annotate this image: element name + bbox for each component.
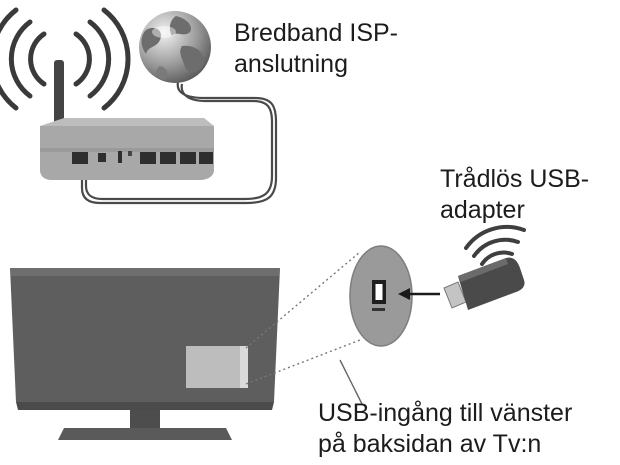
usb-wifi-adapter-icon (443, 257, 525, 310)
usb-port-icon (349, 245, 413, 347)
television-icon (10, 268, 280, 440)
isp-connection-label: Bredband ISP- anslutning (234, 18, 398, 80)
wifi-signal-icon (0, 7, 131, 111)
isp-label-line2: anslutning (234, 50, 348, 78)
usb-adapter-label: Trådlös USB- adapter (440, 164, 589, 226)
adapter-label-line1: Trådlös USB- (440, 165, 590, 193)
wifi-router-icon (40, 60, 214, 180)
wifi-signal-icon (464, 224, 526, 266)
ethernet-cable (80, 81, 278, 205)
usb-port-label-line2: på baksidan av Tv:n (318, 430, 542, 458)
callout-leader-line (339, 359, 363, 405)
adapter-label-line2: adapter (440, 196, 525, 224)
isp-label-line1: Bredband ISP- (234, 19, 398, 47)
tv-usb-side-highlight (186, 346, 240, 388)
usb-port-label: USB-ingång till vänster på baksidan av T… (318, 398, 572, 460)
internet-globe-icon (139, 11, 211, 83)
zoom-projection-lines (245, 251, 361, 385)
usb-port-label-line1: USB-ingång till vänster (318, 399, 573, 427)
insert-arrow (398, 288, 440, 300)
